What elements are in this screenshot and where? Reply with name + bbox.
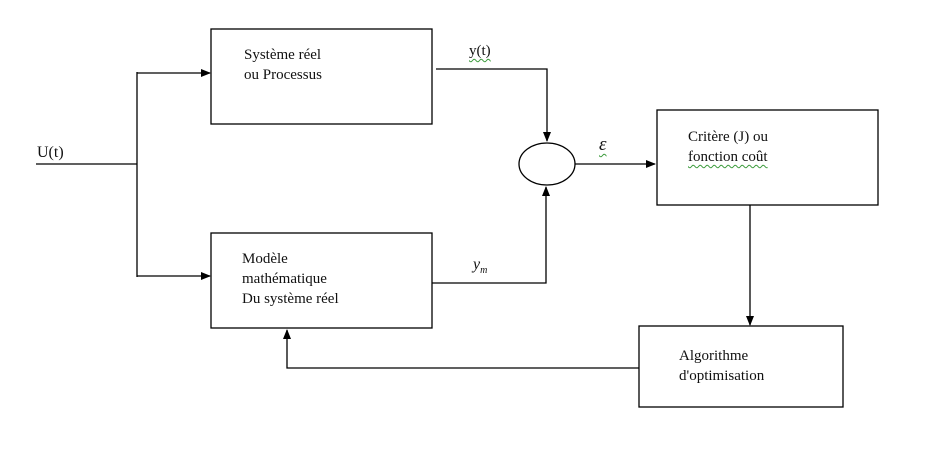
optimizer-block [638,325,844,408]
real-system-block [210,28,433,125]
model-block [210,232,433,329]
model-line3: Du système réel [242,291,339,307]
input-label: U(t) [37,144,64,161]
summing-junction [518,142,576,186]
feedback-line [283,329,639,369]
real-system-line1: Système réel [244,47,322,63]
y-signal-line [436,68,551,142]
ym-signal-line [432,186,550,284]
criterion-line2: fonction coût [688,148,768,167]
ym-signal-label: ym [473,256,487,276]
criterion-line1: Critère (J) ou [688,129,768,145]
epsilon-text: ε [599,134,607,155]
optimizer-line1: Algorithme [679,348,749,364]
y-signal-label: y(t) [469,43,491,60]
y-signal-text: y(t) [469,43,491,59]
model-line1: Modèle [242,251,288,267]
real-system-line2: ou Processus [244,67,322,83]
ym-base: y [473,256,481,273]
criterion-line2-text: fonction coût [688,149,768,165]
criterion-block [656,109,879,206]
model-line2: mathématique [242,271,327,287]
epsilon-label: ε [599,134,607,156]
ym-sub: m [480,265,488,277]
optimizer-line2: d'optimisation [679,368,765,384]
